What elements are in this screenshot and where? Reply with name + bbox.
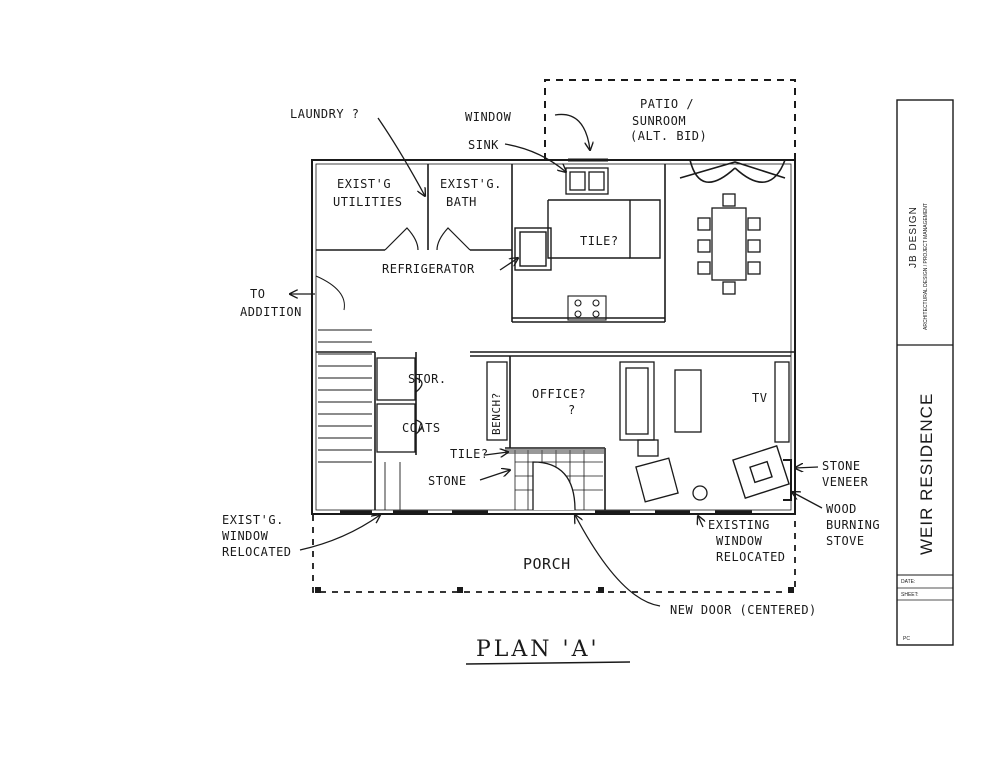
living-furniture <box>619 361 790 503</box>
label-wood-1: WOOD <box>826 502 857 516</box>
label-new-door: NEW DOOR (CENTERED) <box>670 603 817 617</box>
interior-walls <box>316 164 795 510</box>
porch-dashed-outline <box>312 515 796 593</box>
label-patio-3: (ALT. BID) <box>630 129 707 143</box>
exterior-walls <box>311 159 796 515</box>
title-block-project: WEIR RESIDENCE <box>917 393 936 555</box>
label-window-reloc-left-1: EXIST'G. <box>222 513 284 527</box>
patio-dashed-outline <box>544 79 796 160</box>
label-utilities-2: UTILITIES <box>333 195 403 209</box>
stairs <box>318 329 401 510</box>
title-block-firm: JB DESIGN <box>908 206 919 268</box>
label-refrigerator: REFRIGERATOR <box>382 262 475 276</box>
room-labels: LAUNDRY ? WINDOW PATIO / SUNROOM (ALT. B… <box>222 97 880 617</box>
patio-door-swing <box>679 159 786 184</box>
label-tile-entry: TILE? <box>450 447 489 461</box>
label-laundry: LAUNDRY ? <box>290 107 360 121</box>
label-stor: STOR. <box>408 372 447 386</box>
label-tv: TV <box>752 391 767 405</box>
title-block-sheet-label: SHEET: <box>901 592 919 598</box>
label-bath-1: EXIST'G. <box>440 177 502 191</box>
label-stone: STONE <box>428 474 467 488</box>
label-addition-1: TO <box>250 287 265 301</box>
closets <box>376 357 423 453</box>
label-window-reloc-right-3: RELOCATED <box>716 550 786 564</box>
wood-burning-stove <box>732 444 792 501</box>
kitchen-island <box>514 199 661 271</box>
stone-threshold <box>505 448 605 454</box>
label-porch: PORCH <box>523 555 571 573</box>
plan-title-underline <box>465 661 631 665</box>
label-window-reloc-right-2: WINDOW <box>716 534 763 548</box>
plan-title: PLAN 'A' <box>476 637 600 662</box>
label-tile-kitchen: TILE? <box>580 234 619 248</box>
bench <box>486 361 508 441</box>
label-patio-2: SUNROOM <box>632 114 686 128</box>
label-utilities-1: EXIST'G <box>337 177 391 191</box>
label-stone-veneer-1: STONE <box>822 459 861 473</box>
porch-posts <box>315 587 794 593</box>
dining-table <box>697 193 761 295</box>
bath-door-swing <box>436 227 471 251</box>
label-window-top: WINDOW <box>465 110 512 124</box>
title-block <box>896 99 954 646</box>
label-office-q: ? <box>568 403 576 417</box>
addition-door-swing <box>315 275 345 311</box>
label-window-reloc-left-3: RELOCATED <box>222 545 292 559</box>
label-stone-veneer-2: VENEER <box>822 475 869 489</box>
label-addition-2: ADDITION <box>240 305 302 319</box>
label-office: OFFICE? <box>532 387 586 401</box>
label-wood-2: BURNING <box>826 518 880 532</box>
kitchen-sink <box>565 158 609 195</box>
label-patio-1: PATIO / <box>640 97 694 111</box>
title-block-page-mark: PC <box>903 636 910 642</box>
label-bench: BENCH? <box>490 392 503 435</box>
cooktop <box>567 295 607 321</box>
title-block-date-label: DATE: <box>901 579 915 585</box>
label-window-reloc-right-1: EXISTING <box>708 518 770 532</box>
title-block-firm-sub: ARCHITECTURAL DESIGN / PROJECT MANAGEMEN… <box>923 203 929 330</box>
label-wood-3: STOVE <box>826 534 865 548</box>
utility-door-swing <box>384 227 419 251</box>
leader-arrows <box>290 113 823 607</box>
entry-door-swing <box>532 461 576 511</box>
label-bath-2: BATH <box>446 195 477 209</box>
label-window-reloc-left-2: WINDOW <box>222 529 269 543</box>
label-coats: COATS <box>402 421 441 435</box>
label-sink: SINK <box>468 138 499 152</box>
